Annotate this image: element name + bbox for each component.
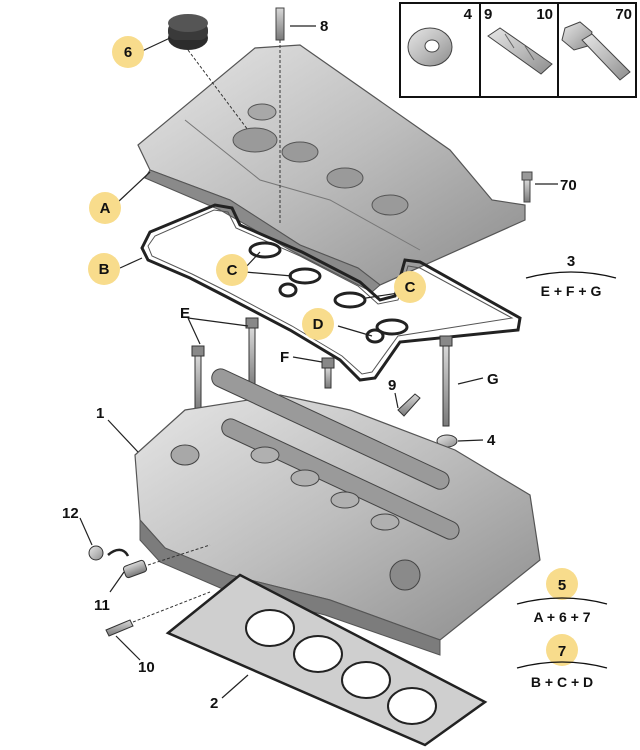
label-9: 9 — [388, 377, 396, 394]
cover-stud-8 — [275, 7, 285, 225]
dowel-9 — [397, 393, 421, 417]
inset-label-70: 70 — [615, 6, 632, 23]
bolt-f — [321, 357, 335, 389]
bubble-a: A — [100, 200, 111, 217]
kit-3: 3 E + F + G — [525, 253, 617, 299]
bubble-b: B — [99, 261, 110, 278]
kit-5: 5 A + 6 + 7 — [516, 568, 608, 625]
kit-5-number: 5 — [558, 577, 566, 594]
bubble-d: D — [313, 316, 324, 333]
label-4: 4 — [487, 432, 496, 449]
label-f: F — [280, 349, 289, 366]
kit-3-formula: E + F + G — [541, 283, 602, 299]
fastener-inset: 4 9 10 70 — [399, 2, 637, 98]
kit-7-formula: B + C + D — [531, 674, 593, 690]
sensor-11 — [107, 544, 211, 579]
leader-lines — [79, 25, 558, 699]
seals-d — [278, 282, 385, 344]
label-g: G — [487, 371, 499, 388]
label-8: 8 — [320, 18, 328, 35]
inset-label-10: 10 — [536, 6, 553, 23]
label-e: E — [180, 305, 190, 322]
bolt-g — [439, 335, 453, 427]
flange-bolt-icon — [561, 21, 631, 81]
label-12: 12 — [62, 505, 79, 522]
stud-icon — [487, 27, 553, 75]
kit-7-number: 7 — [558, 643, 566, 660]
cover-bolt-70 — [521, 171, 533, 203]
washer-icon — [407, 27, 453, 67]
kit-5-formula: A + 6 + 7 — [533, 609, 590, 625]
inset-label-9: 9 — [484, 6, 492, 23]
kit-3-number: 3 — [567, 253, 575, 270]
label-1: 1 — [96, 405, 104, 422]
label-70: 70 — [560, 177, 577, 194]
oil-filler-cap — [168, 14, 249, 131]
stud-10 — [105, 591, 211, 637]
bubble-c-right: C — [405, 279, 416, 296]
head-gasket — [165, 573, 488, 747]
cylinder-head — [134, 368, 541, 656]
label-11: 11 — [94, 597, 110, 614]
label-10: 10 — [138, 659, 155, 676]
part-labels: 8 70 E F G 4 9 1 12 11 10 2 — [62, 18, 577, 712]
plug-12 — [88, 545, 104, 561]
cover-gasket — [140, 203, 522, 382]
label-2: 2 — [210, 695, 218, 712]
inset-label-4: 4 — [464, 6, 473, 23]
highlight-bubbles: 6 A B C C D — [88, 36, 426, 340]
bubble-6: 6 — [124, 44, 132, 61]
kit-7: 7 B + C + D — [516, 634, 608, 690]
bubble-c-left: C — [227, 262, 238, 279]
